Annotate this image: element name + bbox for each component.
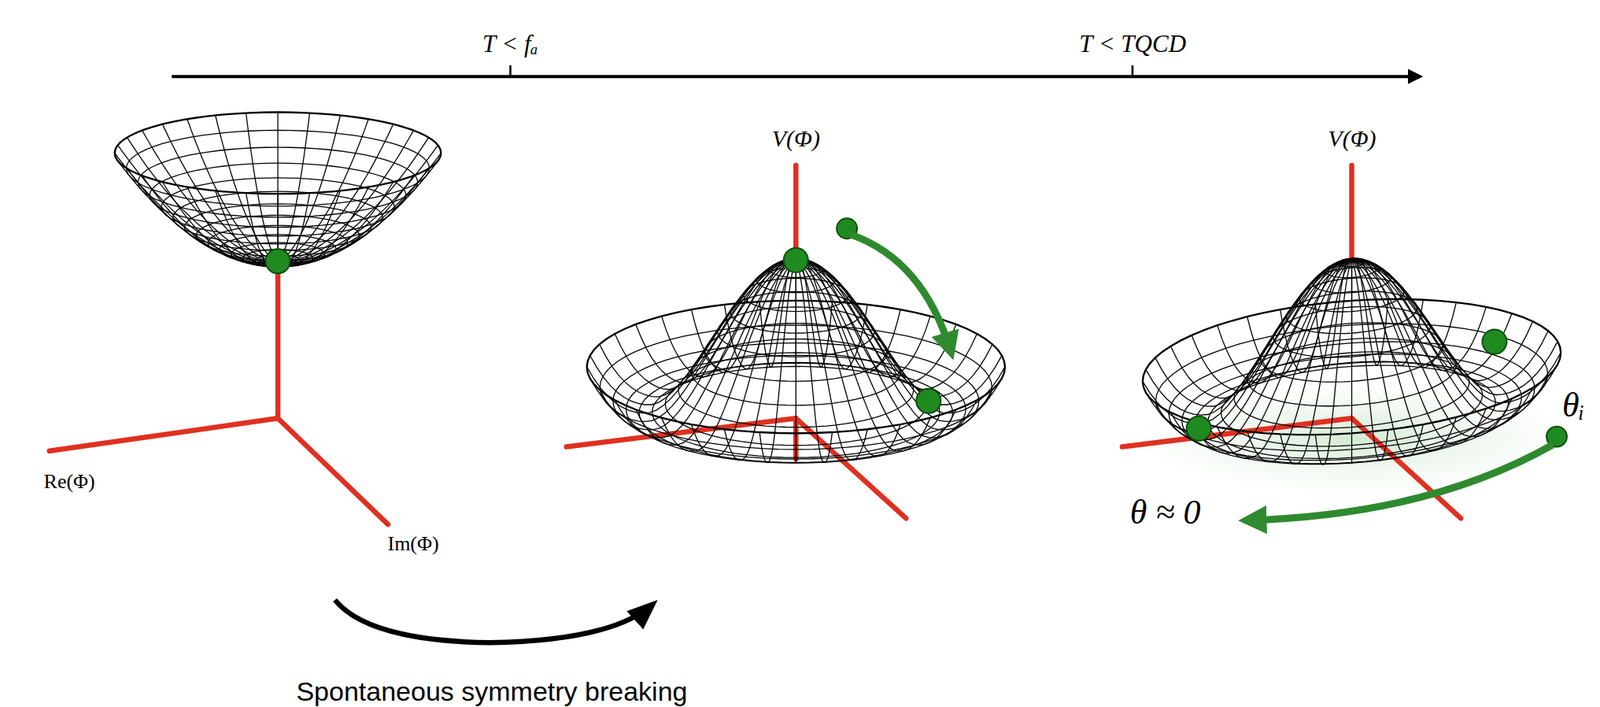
bowl-mesh [246, 113, 278, 264]
bowl-mesh [277, 114, 340, 263]
bowl-mesh [277, 124, 394, 264]
hat-mesh [590, 259, 797, 405]
bowl-mesh [277, 112, 278, 264]
axis-label: V(Φ) [769, 125, 823, 153]
hat-mesh [795, 259, 977, 390]
hat-mesh [1352, 259, 1389, 460]
hat-mesh [1352, 258, 1424, 366]
hat-mesh [1217, 259, 1353, 459]
hat-mesh [1145, 259, 1353, 432]
hat-mesh [1191, 259, 1352, 391]
hat-mesh [1315, 258, 1352, 369]
hat-mesh [599, 259, 797, 429]
hat-mesh [590, 259, 797, 422]
bowl-mesh [142, 130, 278, 264]
hat-mesh [1155, 259, 1353, 407]
temperature-label: T < fₐ [480, 29, 541, 59]
caption-text: Spontaneous symmetry breaking [293, 676, 690, 707]
bowl-mesh [126, 137, 278, 264]
hat-mesh [795, 258, 956, 383]
hat-mesh [1191, 259, 1352, 453]
angle-label: θ ≈ 0 [1127, 492, 1204, 533]
timeline-arrow [171, 74, 1420, 78]
hat-mesh [1155, 259, 1353, 440]
hat-mesh [795, 259, 993, 429]
glow [1132, 382, 1582, 496]
hat-mesh [661, 259, 797, 451]
hat-mesh [795, 258, 832, 367]
wireframe [114, 112, 1561, 465]
hat-mesh [795, 259, 1002, 422]
roll-arrow [1246, 444, 1553, 521]
hat-mesh [795, 259, 993, 397]
hat-mesh [1351, 258, 1353, 366]
hat-mesh [661, 258, 797, 377]
hat-mesh [1280, 258, 1353, 373]
tick [509, 65, 512, 77]
axis-label: V(Φ) [1325, 125, 1379, 153]
hat-mesh [1352, 258, 1487, 371]
roll-arrow [850, 234, 951, 352]
hat-mesh [587, 259, 797, 413]
hat-mesh [1352, 258, 1389, 366]
hat-mesh [1247, 258, 1353, 377]
bowl-mesh [277, 175, 414, 265]
bowl-mesh [277, 113, 310, 264]
transition-arrow [335, 599, 654, 643]
temperature-label: T < TQCD [1076, 29, 1189, 59]
hat-mesh [795, 259, 1002, 405]
axis-label: Re(Φ) [41, 469, 98, 494]
hat-mesh [1145, 259, 1353, 415]
hat-mesh [1352, 259, 1549, 388]
hat-mesh [1352, 259, 1534, 429]
hat-mesh [635, 258, 796, 383]
axes [49, 262, 388, 525]
bowl-mesh [187, 118, 278, 263]
hat-mesh [1352, 258, 1512, 376]
angle-label: θᵢ [1559, 384, 1588, 425]
hat-mesh [1352, 258, 1534, 381]
hat-mesh [795, 258, 797, 366]
hat-mesh [795, 259, 901, 456]
hat-mesh [614, 259, 796, 390]
bowl-mesh [277, 130, 414, 264]
bowl-mesh [118, 144, 278, 263]
bowl-mesh [277, 137, 429, 264]
axes [566, 165, 907, 518]
hat-mesh [1170, 259, 1352, 398]
hat-mesh [759, 258, 796, 367]
bowl-mesh [277, 144, 438, 263]
hat-mesh [690, 258, 796, 373]
bowl-mesh [142, 175, 278, 265]
hat-mesh [1142, 259, 1353, 424]
hat-mesh [724, 258, 796, 369]
hat-mesh [1217, 259, 1353, 385]
bowl-mesh [277, 118, 369, 263]
axis-label: Im(Φ) [384, 532, 441, 556]
bowl-mesh [162, 124, 278, 264]
field-balls [265, 218, 1567, 447]
tick [1131, 65, 1135, 77]
hat-mesh [1352, 259, 1559, 395]
hat-mesh [690, 259, 796, 456]
